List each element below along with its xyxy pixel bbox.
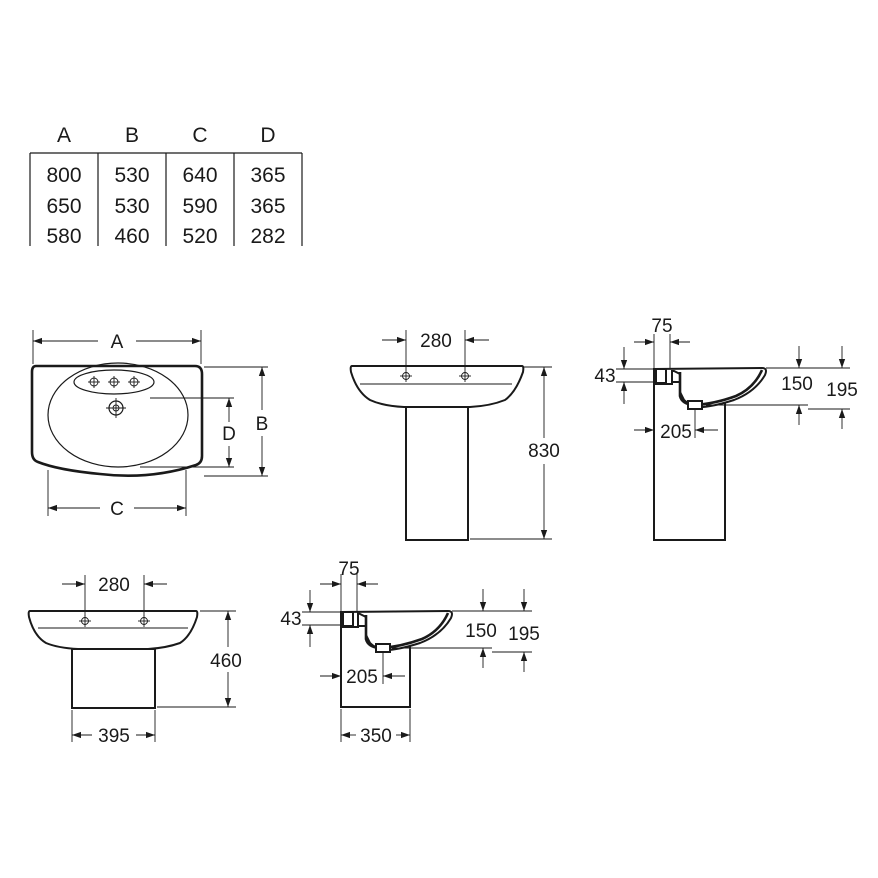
table-cell: 365 xyxy=(250,195,285,218)
width-label: 395 xyxy=(98,726,130,747)
table-cell: 650 xyxy=(46,195,81,218)
bowl-depth-label: 150 xyxy=(465,621,497,642)
rim-thickness-label: 43 xyxy=(280,609,301,630)
total-depth-label: 195 xyxy=(826,380,858,401)
table-cell: 282 xyxy=(250,225,285,248)
table-cell: 640 xyxy=(182,164,217,187)
table-cell: 590 xyxy=(182,195,217,218)
tap-hole-icon xyxy=(400,370,471,382)
basin-outline xyxy=(30,364,204,478)
tap-hole-icon xyxy=(79,615,150,627)
table-cell: 530 xyxy=(114,164,149,187)
basin-side-profile xyxy=(340,609,453,652)
table-cell: 530 xyxy=(114,195,149,218)
basin-front-outline xyxy=(27,610,199,650)
basin-front-view-pedestal: 280 830 xyxy=(349,330,560,541)
height-label: 460 xyxy=(210,651,242,672)
dimension-a-label: A xyxy=(111,332,124,353)
tap-spacing-label: 280 xyxy=(98,575,130,596)
table-header-a: A xyxy=(57,124,71,147)
basin-front-outline xyxy=(349,365,525,408)
table-header-c: C xyxy=(192,124,207,147)
dimension-b-label: B xyxy=(256,414,269,435)
basin-side-view-pedestal: 75 43 150 195 205 xyxy=(594,316,858,541)
semi-pedestal-outline xyxy=(71,648,156,709)
offset-label: 75 xyxy=(338,559,359,580)
bowl-outline xyxy=(47,362,189,468)
waste-distance-label: 205 xyxy=(346,667,378,688)
table-cell: 460 xyxy=(114,225,149,248)
waste-distance-label: 205 xyxy=(660,422,692,443)
table-cell: 800 xyxy=(46,164,81,187)
bowl-depth-label: 150 xyxy=(781,374,813,395)
pedestal-outline xyxy=(405,406,469,541)
table-cell: 520 xyxy=(182,225,217,248)
offset-label: 75 xyxy=(651,316,672,337)
depth-label: 350 xyxy=(360,726,392,747)
dimension-c-label: C xyxy=(110,499,124,520)
table-header-b: B xyxy=(125,124,139,147)
height-label: 830 xyxy=(528,441,560,462)
total-depth-label: 195 xyxy=(508,624,540,645)
basin-side-profile xyxy=(653,366,767,409)
tap-spacing-label: 280 xyxy=(420,331,452,352)
table-cell: 580 xyxy=(46,225,81,248)
table-header-d: D xyxy=(260,124,275,147)
basin-front-view-semipedestal: 280 460 395 xyxy=(27,575,242,747)
table-cell: 365 xyxy=(250,164,285,187)
rim-thickness-label: 43 xyxy=(594,366,615,387)
tap-deck xyxy=(73,369,155,395)
tap-hole-icon xyxy=(88,376,140,388)
drain-icon xyxy=(106,398,126,418)
basin-top-view: A B D C xyxy=(30,330,269,520)
basin-side-view-semipedestal: 75 43 150 195 205 350 xyxy=(280,559,539,747)
dimension-d-label: D xyxy=(222,424,236,445)
dimension-table: A B C D 800 530 640 365 650 530 590 365 … xyxy=(29,124,303,248)
